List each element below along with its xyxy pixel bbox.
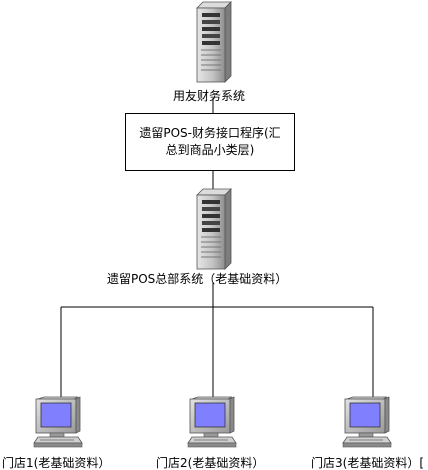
store1-label: 门店1(老基础资料） <box>2 456 111 470</box>
store2-label: 门店2(老基础资料） <box>156 456 265 470</box>
store3-label: 门店3(老基础资料）[ <box>311 456 424 470</box>
interface-box-line2: 总到商品小类层) <box>165 143 255 157</box>
store3-computer-icon <box>342 396 392 448</box>
mid-server-icon <box>196 188 232 270</box>
top-server-icon <box>196 1 232 83</box>
store2-computer-icon <box>187 396 237 448</box>
interface-box-line1: 遗留POS-财务接口程序(汇 <box>139 126 281 140</box>
mid-server-label: 遗留POS总部系统（老基础资料） <box>107 272 288 286</box>
top-server-label: 用友财务系统 <box>173 89 246 103</box>
interface-program-box: 遗留POS-财务接口程序(汇 总到商品小类层) <box>125 113 295 171</box>
store1-computer-icon <box>33 396 83 448</box>
